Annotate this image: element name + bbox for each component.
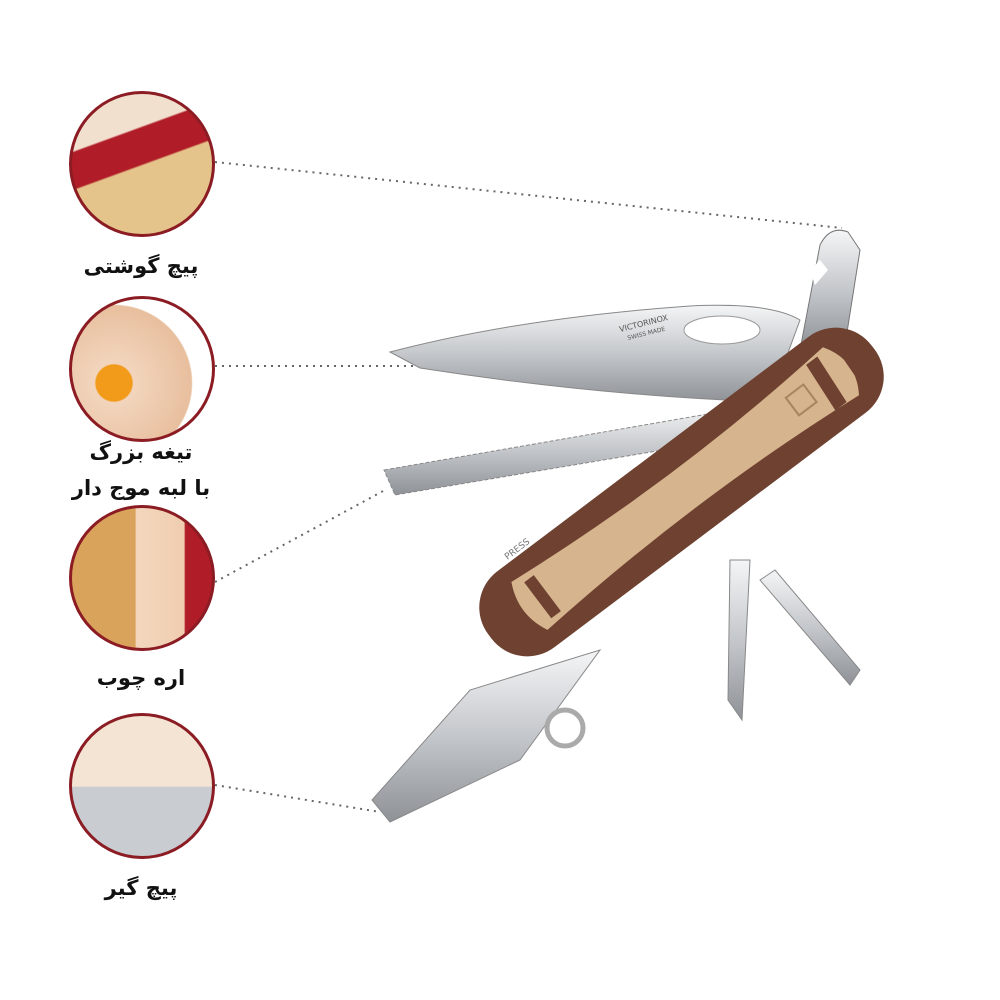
screwdriver-tool (799, 229, 861, 351)
leader-line-saw (214, 489, 386, 583)
screw-holder-label: پیچ گیر (104, 876, 178, 900)
leader-line-screw-holder (214, 784, 381, 813)
wood-saw-demo-photo (69, 505, 215, 651)
wood-saw-label: اره چوب (96, 666, 186, 690)
large-blade-demo-photo (69, 296, 215, 442)
large-blade-label-line2: با لبه موج دار (71, 476, 211, 500)
screwdriver-demo-photo (69, 91, 215, 237)
small-blade (727, 559, 751, 722)
handle-insert (511, 347, 859, 630)
swiss-cross-emblem (784, 383, 819, 417)
key-ring (544, 707, 586, 749)
screwdriver-label: پیچ گوشتی (83, 254, 199, 278)
large-blade-label-line1: تیغه بزرگ (89, 440, 193, 464)
leader-line-screwdriver (214, 161, 843, 229)
screw-holder-demo-photo (69, 713, 215, 859)
phillips-screwdriver (759, 569, 861, 686)
blade-thumb-hole (683, 315, 761, 345)
bottle-opener-tool (371, 649, 602, 823)
